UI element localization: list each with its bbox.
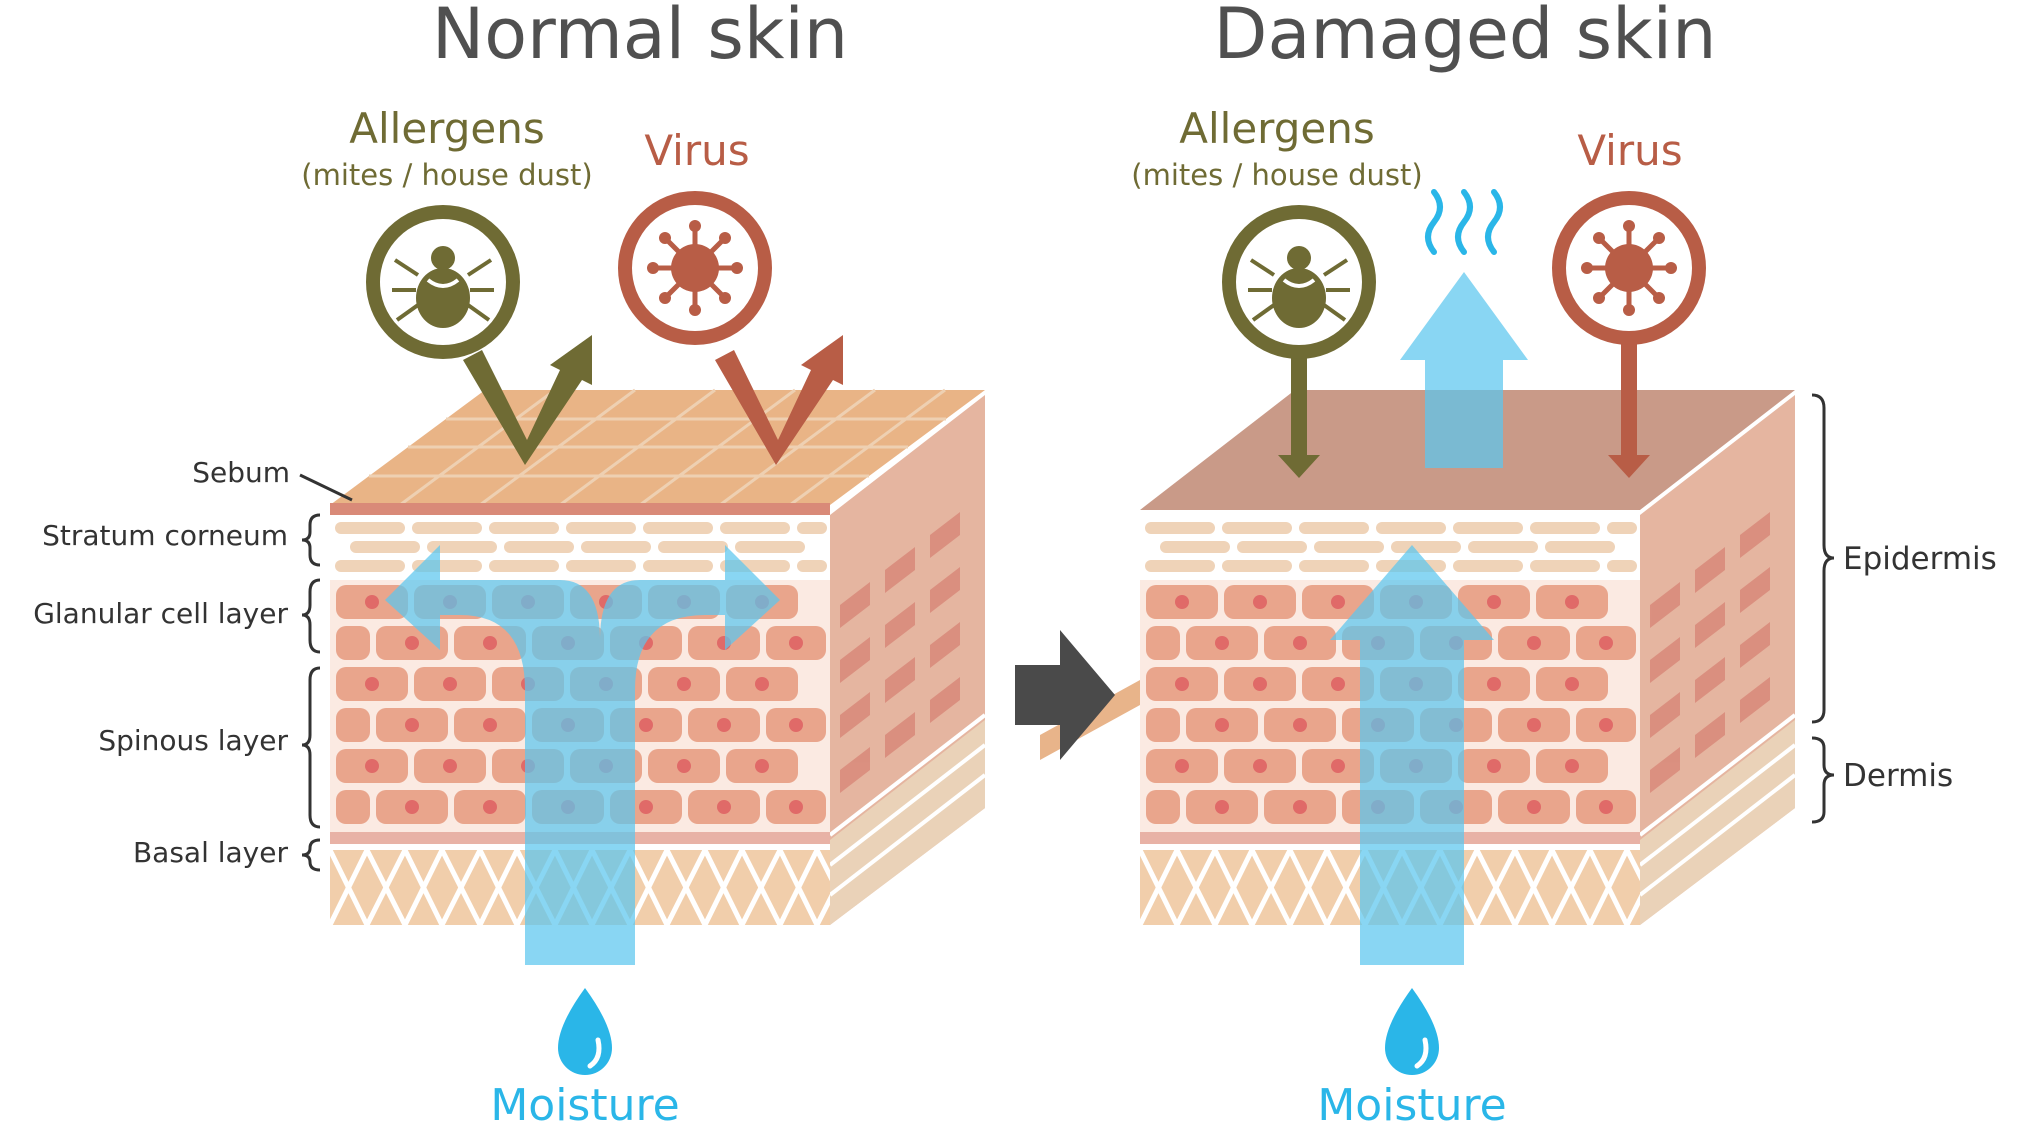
- evaporation-icon: [1425, 189, 1503, 255]
- damaged-skin-cube: [1140, 390, 1797, 925]
- moisture-arrow-damaged: [1330, 545, 1494, 965]
- damaged-skin-title: Damaged skin: [1214, 0, 1717, 75]
- moisture-label-damaged: Moisture: [1317, 1080, 1506, 1128]
- spinous-layer-label: Spinous layer: [98, 724, 288, 757]
- region-braces: [1811, 393, 1835, 824]
- granular-layer-label: Glanular cell layer: [33, 597, 288, 630]
- layer-braces: [299, 473, 353, 872]
- mite-icon: [1222, 205, 1376, 359]
- virus-icon: [618, 191, 772, 345]
- layer-labels: Sebum Stratum corneum Glanular cell laye…: [33, 456, 290, 869]
- allergens-sub-label-normal: (mites / house dust): [301, 158, 592, 192]
- allergen-penetrate-arrow: [1278, 350, 1320, 478]
- moisture-label-normal: Moisture: [490, 1080, 679, 1128]
- normal-skin-cube: [330, 388, 987, 925]
- virus-label-normal: Virus: [644, 126, 749, 175]
- allergen-bounce-arrow: [463, 335, 592, 465]
- mite-icon: [366, 205, 520, 359]
- allergens-label-normal: Allergens: [349, 104, 544, 153]
- moisture-arrow-normal: [385, 545, 780, 965]
- water-drop-icon: [1385, 988, 1439, 1075]
- normal-skin-title: Normal skin: [432, 0, 848, 75]
- virus-icon: [1552, 191, 1706, 345]
- allergens-sub-label-damaged: (mites / house dust): [1131, 158, 1422, 192]
- water-drop-icon: [558, 988, 612, 1075]
- basal-layer-label: Basal layer: [133, 836, 289, 869]
- allergens-label-damaged: Allergens: [1179, 104, 1374, 153]
- virus-penetrate-arrow: [1608, 340, 1650, 478]
- virus-label-damaged: Virus: [1577, 126, 1682, 175]
- epidermis-label: Epidermis: [1843, 541, 1997, 577]
- dermis-label: Dermis: [1843, 758, 1953, 794]
- sebum-label: Sebum: [192, 456, 290, 489]
- stratum-corneum-label: Stratum corneum: [42, 519, 288, 552]
- moisture-escape-arrow: [1400, 272, 1528, 468]
- arrow-right-icon: [1015, 630, 1140, 760]
- virus-bounce-arrow: [715, 335, 843, 465]
